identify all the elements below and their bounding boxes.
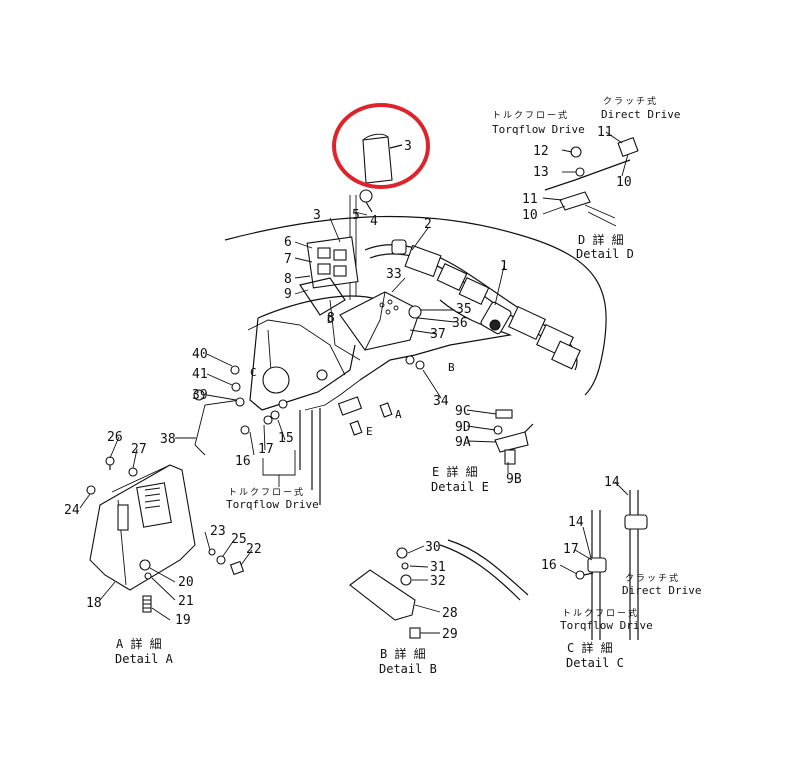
callout-31: 31 (430, 560, 446, 575)
callout-35: 35 (456, 302, 472, 317)
callout-13: 13 (533, 165, 549, 180)
direct-jp-label-d: クラッチ式 (603, 95, 658, 107)
callout-18: 18 (86, 596, 102, 611)
callout-39: 39 (192, 388, 208, 403)
component-2-harness-connectors (391, 239, 581, 370)
callout-numbers: 3 3 4 5 6 7 8 9 8 2 1 33 35 36 37 34 40 … (64, 125, 632, 642)
detail-d-en: Detail D (576, 247, 634, 261)
callout-12: 12 (533, 144, 549, 159)
callout-30: 30 (425, 540, 441, 555)
torqflow-en-label-d: Torqflow Drive (492, 123, 585, 136)
detail-e-jp: E 詳 細 (432, 464, 478, 479)
callout-1: 1 (500, 259, 508, 274)
callout-3-highlight: 3 (404, 139, 412, 154)
callout-34: 34 (433, 394, 449, 409)
detail-e-en: Detail E (431, 480, 489, 494)
callout-19: 19 (175, 613, 191, 628)
callout-15: 15 (278, 431, 294, 446)
detail-b-en: Detail B (379, 662, 437, 676)
callout-10b: 10 (616, 175, 632, 190)
callout-9b: 9B (506, 472, 522, 487)
callout-41: 41 (192, 367, 208, 382)
callout-26: 26 (107, 430, 123, 445)
callout-10a: 10 (522, 208, 538, 223)
callout-5: 5 (352, 208, 360, 223)
torqflow-en-label-c: Torqflow Drive (560, 619, 653, 632)
callout-9a: 9A (455, 435, 471, 450)
callout-17a: 17 (258, 442, 274, 457)
callout-8b: 8 (327, 311, 335, 326)
callout-4: 4 (370, 214, 378, 229)
callout-27: 27 (131, 442, 147, 457)
detail-c-jp: C 詳 細 (567, 640, 613, 655)
callout-40: 40 (192, 347, 208, 362)
callout-14b: 14 (568, 515, 584, 530)
callout-3: 3 (313, 208, 321, 223)
callout-22: 22 (246, 542, 262, 557)
callout-16b: 16 (541, 558, 557, 573)
callout-29: 29 (442, 627, 458, 642)
highlight-circle (332, 103, 430, 189)
callout-25: 25 (231, 532, 247, 547)
torqflow-jp-label-main: トルクフロー式 (228, 486, 305, 498)
detail-markers: A B C D E (250, 313, 455, 438)
leader-lines (79, 131, 629, 634)
callout-23: 23 (210, 524, 226, 539)
callout-2: 2 (424, 217, 432, 232)
console-outline (224, 215, 607, 505)
marker-b: B (448, 361, 455, 374)
callout-16a: 16 (235, 454, 251, 469)
detail-e (493, 409, 534, 465)
detail-b-jp: B 詳 細 (380, 646, 426, 661)
part-4-bulb (359, 189, 373, 213)
callout-21: 21 (178, 594, 194, 609)
torqflow-jp-label-d: トルクフロー式 (492, 109, 569, 121)
detail-titles: D 詳 細 Detail D E 詳 細 Detail E A 詳 細 Deta… (115, 232, 634, 676)
callout-11b: 11 (597, 125, 613, 140)
callout-11a: 11 (522, 192, 538, 207)
callout-6: 6 (284, 235, 292, 250)
callout-9d: 9D (455, 420, 471, 435)
detail-c (575, 490, 648, 640)
callout-8a: 8 (284, 272, 292, 287)
callout-17b: 17 (563, 542, 579, 557)
marker-a: A (395, 408, 402, 421)
detail-d-jp: D 詳 細 (578, 232, 624, 247)
marker-e: E (366, 425, 373, 438)
callout-32: 32 (430, 574, 446, 589)
callout-33: 33 (386, 267, 402, 282)
callout-36: 36 (452, 316, 468, 331)
part-3-connector-cap (362, 133, 403, 184)
component-33-controller (339, 291, 421, 351)
direct-en-label-c: Direct Drive (622, 584, 701, 597)
direct-jp-label-c: クラッチ式 (625, 572, 680, 584)
detail-a-bracket (89, 464, 196, 613)
fasteners (86, 360, 425, 576)
detail-a-en: Detail A (115, 652, 174, 666)
torqflow-jp-label-c: トルクフロー式 (562, 607, 639, 619)
component-lamp (262, 305, 422, 394)
marker-c: C (250, 366, 257, 379)
component-relay-cluster (299, 236, 359, 316)
callout-9: 9 (284, 287, 292, 302)
callout-24: 24 (64, 503, 80, 518)
detail-c-en: Detail C (566, 656, 624, 670)
variant-labels: トルクフロー式 Torqflow Drive クラッチ式 Direct Driv… (226, 95, 701, 632)
callout-28: 28 (442, 606, 458, 621)
callout-38: 38 (160, 432, 176, 447)
detail-b (349, 539, 529, 639)
marker-d: D (327, 313, 334, 326)
torqflow-en-label-main: Torqflow Drive (226, 498, 319, 511)
callout-20: 20 (178, 575, 194, 590)
callout-14a: 14 (604, 475, 620, 490)
direct-en-label-d: Direct Drive (601, 108, 680, 121)
callout-9c: 9C (455, 404, 471, 419)
callout-7: 7 (284, 252, 292, 267)
detail-a-jp: A 詳 細 (116, 636, 162, 651)
callout-37: 37 (430, 327, 446, 342)
